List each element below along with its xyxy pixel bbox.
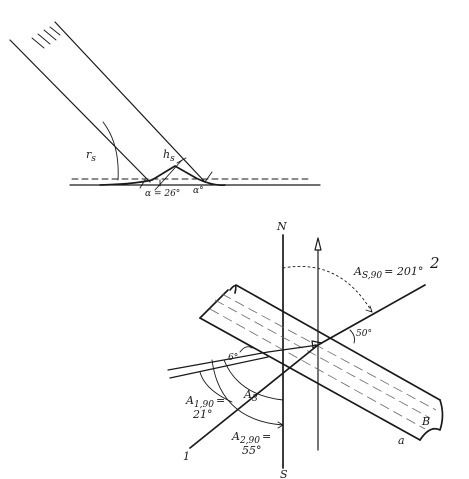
point-b-label: B	[421, 415, 430, 428]
sun-beam-hatching	[31, 26, 61, 49]
angle-50-label: 50°	[356, 329, 372, 339]
ridge-crest-dashed-2	[209, 308, 426, 430]
ridge-crest-dashed-3	[221, 293, 437, 411]
h-s-label: hs	[163, 148, 175, 164]
r-s-arc	[102, 121, 119, 181]
h-s-arrow	[176, 157, 187, 164]
ridge-left-end	[199, 289, 229, 319]
sun-beam-lower-edge	[9, 39, 151, 183]
ray-arrowhead	[311, 340, 323, 349]
sun-azimuth-arc	[282, 266, 373, 313]
a2-arrow	[277, 421, 284, 429]
a2-arc	[211, 359, 284, 426]
point-a-label: a	[398, 434, 405, 447]
terrain-profile	[99, 165, 226, 186]
a2-value: 55°	[242, 444, 262, 457]
cross-section-diagram: rs hs α = 26° α°	[9, 21, 321, 199]
r-s-label: rs	[86, 148, 96, 164]
sun-azimuth-arrow	[365, 305, 373, 313]
a2-label: A2,90=	[231, 430, 271, 446]
slope-left-label: α = 26°	[145, 189, 180, 199]
north-label: N	[276, 220, 287, 233]
a1-label: A1,90=	[185, 394, 225, 410]
a3-arc	[223, 359, 284, 401]
ray-1-line	[189, 344, 319, 449]
a1-value: 21°	[192, 408, 213, 421]
small-angle-arc	[239, 346, 253, 353]
ridge-landform	[199, 284, 444, 441]
sun-ray-right-tick	[204, 171, 213, 183]
slope-right-label: α°	[193, 186, 204, 196]
sun-beam-lower	[169, 356, 269, 379]
a3-label: A3	[243, 388, 258, 404]
ray-2-label: 2	[429, 254, 440, 272]
ridge-top-curl	[229, 284, 237, 294]
north-arrowhead	[314, 237, 322, 251]
south-label: S	[280, 468, 288, 479]
ridge-crest-dashed-1	[214, 299, 431, 419]
sun-beam-upper-edge	[54, 21, 206, 183]
sun-azimuth-label: AS,90= 201°	[353, 265, 423, 281]
sun-beam-upper	[167, 351, 269, 371]
ray-1-label: 1	[183, 450, 190, 463]
ridge-lower-edge	[199, 317, 421, 441]
ridge-normal-ray	[267, 344, 319, 353]
ridge-upper-edge	[235, 284, 441, 401]
small-angle-label: 6°	[228, 353, 238, 363]
angle-50-arc	[349, 329, 355, 344]
azimuth-plan-diagram: N S 2 1 AS,90= 201° 50°	[167, 220, 444, 479]
ridge-right-end	[419, 399, 444, 441]
ray-2-line	[317, 284, 426, 346]
slope-left-tick	[139, 179, 146, 189]
